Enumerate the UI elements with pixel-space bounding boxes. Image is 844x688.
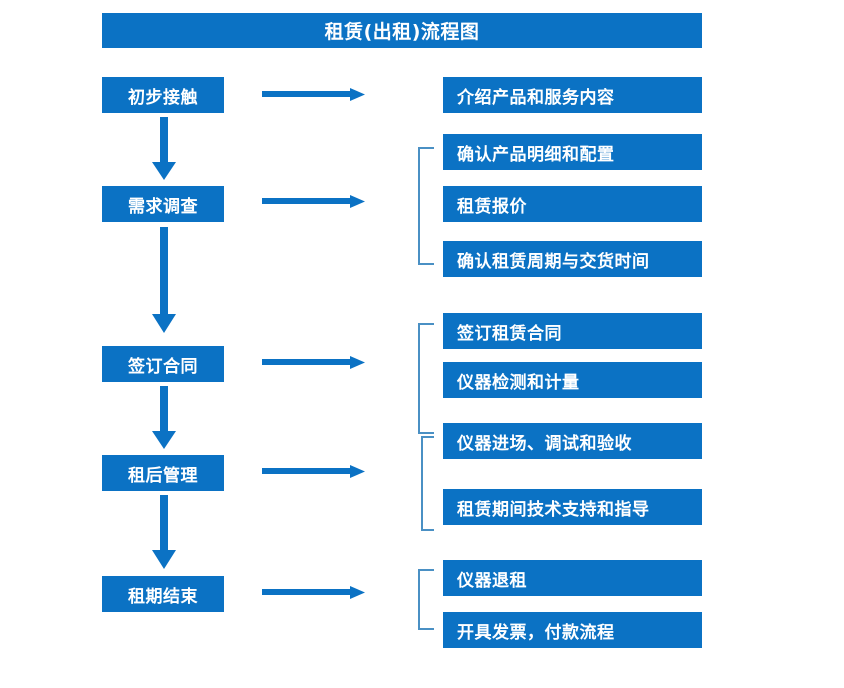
detail-box-6[interactable]: 仪器检测和计量 [443,362,702,398]
vertical-arrow-4 [152,495,176,569]
vertical-arrow-1 [152,117,176,180]
vertical-arrow-2 [152,227,176,333]
detail-box-7[interactable]: 仪器进场、调试和验收 [443,423,702,459]
detail-box-5[interactable]: 签订租赁合同 [443,313,702,349]
stage-box-3[interactable]: 签订合同 [102,346,224,382]
stage-box-5[interactable]: 租期结束 [102,576,224,612]
detail-box-1[interactable]: 介绍产品和服务内容 [443,77,702,113]
horizontal-arrow-5 [262,586,365,599]
group-bracket-1 [418,147,434,265]
group-bracket-3 [421,436,434,531]
stage-box-4[interactable]: 租后管理 [102,455,224,491]
horizontal-arrow-2 [262,195,365,208]
flowchart-title: 租赁(出租)流程图 [102,13,702,48]
stage-box-1[interactable]: 初步接触 [102,77,224,113]
detail-box-10[interactable]: 开具发票，付款流程 [443,612,702,648]
detail-box-4[interactable]: 确认租赁周期与交货时间 [443,241,702,277]
vertical-arrow-3 [152,386,176,449]
horizontal-arrow-1 [262,88,365,101]
detail-box-9[interactable]: 仪器退租 [443,560,702,596]
detail-box-8[interactable]: 租赁期间技术支持和指导 [443,489,702,525]
group-bracket-2 [418,323,434,434]
stage-box-2[interactable]: 需求调查 [102,186,224,222]
horizontal-arrow-3 [262,356,365,369]
detail-box-2[interactable]: 确认产品明细和配置 [443,134,702,170]
horizontal-arrow-4 [262,465,365,478]
detail-box-3[interactable]: 租赁报价 [443,186,702,222]
group-bracket-4 [418,569,434,630]
